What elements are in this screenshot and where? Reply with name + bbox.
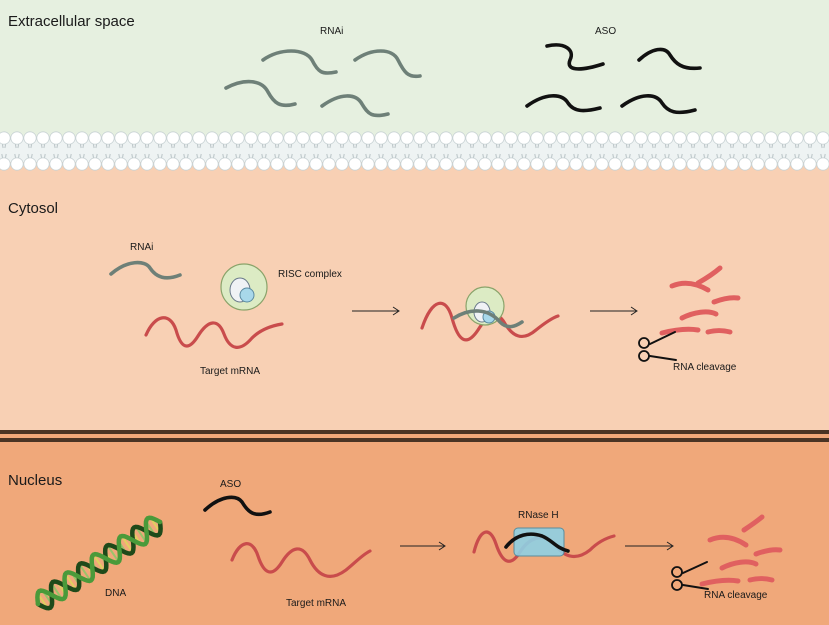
rnai-strand	[353, 49, 422, 79]
scissors-icon	[638, 331, 677, 362]
aso-strand	[637, 47, 702, 71]
rnase-h-label: RNase H	[518, 510, 559, 521]
rnase-h-icon	[513, 527, 565, 557]
envelope-line-1	[0, 430, 829, 434]
aso-strand	[620, 94, 697, 115]
aso-strand-nucleus	[203, 495, 272, 517]
cytosol-title: Cytosol	[8, 200, 59, 217]
risc-complex-icon	[220, 263, 268, 311]
target-mrna-strand-nucleus	[230, 542, 372, 578]
scissors-icon	[671, 561, 709, 591]
aso-label-top: ASO	[595, 26, 617, 37]
rnai-strand	[261, 49, 338, 75]
target-mrna-label-nucleus: Target mRNA	[286, 598, 347, 609]
membrane-heads	[0, 131, 829, 171]
aso-strand	[525, 94, 602, 113]
dna-helix-icon	[35, 515, 163, 611]
nuclear-envelope	[0, 430, 829, 442]
rnai-strand-cytosol	[109, 260, 182, 280]
arrow-icon	[400, 541, 446, 551]
target-mrna-label-cytosol: Target mRNA	[200, 366, 261, 377]
rna-cleavage-label-nucleus: RNA cleavage	[704, 590, 768, 601]
rna-cleavage-label-cytosol: RNA cleavage	[673, 362, 737, 373]
rna-fragments-nucleus	[699, 514, 783, 587]
cytosol-region	[0, 160, 829, 430]
dna-label: DNA	[105, 588, 127, 599]
rnai-strand	[320, 94, 390, 118]
rnai-label-top: RNAi	[320, 26, 344, 37]
aso-strand	[545, 43, 605, 71]
aso-label-nucleus: ASO	[220, 479, 242, 490]
risc-complex-label: RISC complex	[278, 269, 342, 280]
cell-membrane	[0, 131, 829, 171]
extracellular-title: Extracellular space	[8, 13, 135, 30]
envelope-line-2	[0, 438, 829, 442]
target-mrna-strand-cytosol	[144, 316, 284, 349]
aso-bound-strand	[504, 532, 570, 553]
rnai-strand	[224, 79, 297, 108]
nucleus-title: Nucleus	[8, 472, 63, 489]
rnai-bound-strand	[452, 309, 524, 329]
arrow-icon	[352, 306, 400, 316]
arrow-icon	[590, 306, 638, 316]
rna-fragments-cytosol	[659, 265, 741, 336]
arrow-icon	[625, 541, 674, 551]
rnai-label-cytosol: RNAi	[130, 242, 154, 253]
